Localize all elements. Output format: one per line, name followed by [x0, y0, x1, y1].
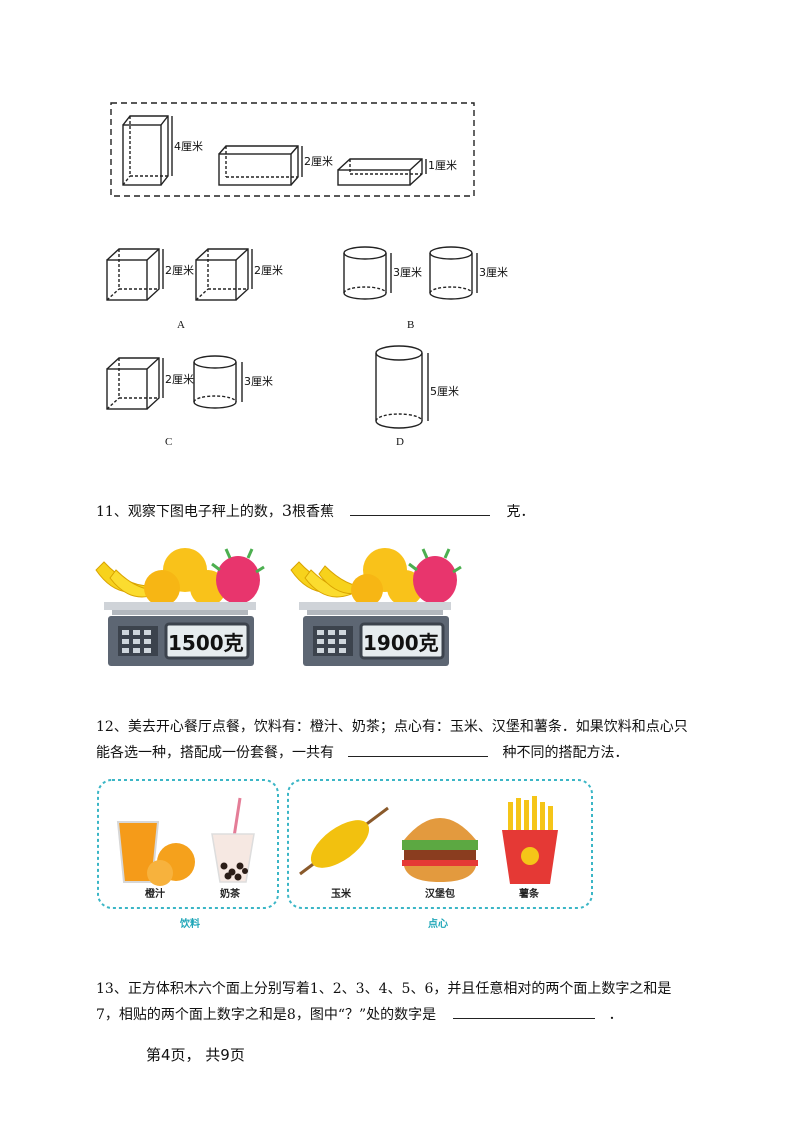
option-label-a: A: [177, 319, 185, 331]
dim-label: 3厘米: [244, 375, 273, 388]
q11-text: 根香蕉: [292, 504, 335, 520]
q13-num: 3: [355, 981, 365, 997]
q13-text: ，并且任意相对的两个面上数字之和是: [433, 981, 672, 997]
question-12: 12、美去开心餐厅点餐，饮料有：橙汁、奶茶；点心有：玉米、汉堡和薯条．如果饮料和…: [96, 714, 706, 766]
dim-label: 4厘米: [174, 140, 203, 153]
q13-text: ，相贴的两个面上数字之和是: [104, 1007, 287, 1023]
q13-num: 5: [401, 981, 411, 997]
dim-label: 3厘米: [479, 266, 508, 279]
dim-label: 2厘米: [165, 264, 194, 277]
dim-label: 3厘米: [393, 266, 422, 279]
dim-label: 2厘米: [254, 264, 283, 277]
option-label-d: D: [396, 436, 404, 448]
drink-label: 橙汁: [145, 889, 165, 900]
scale-illustrations: [95, 548, 462, 666]
q12-line2: 能各选一种，搭配成一份套餐，一共有: [96, 745, 334, 761]
snack-label: 汉堡包: [425, 889, 455, 900]
q13-num: 6: [424, 981, 434, 997]
dim-label: 5厘米: [430, 385, 459, 398]
snacks-title: 点心: [428, 919, 448, 930]
dim-label: 2厘米: [165, 373, 194, 386]
answer-blank[interactable]: [452, 1002, 595, 1019]
drinks-title: 饮料: [180, 919, 200, 930]
menu-illustration: [97, 779, 593, 909]
scale-reading-2: 1900克: [363, 631, 439, 655]
q13-text: ，图中“？”处的数字是: [295, 1007, 437, 1023]
answer-blank[interactable]: [350, 499, 491, 516]
scale-reading-1: 1500克: [168, 631, 244, 655]
q13-num: 1: [309, 981, 319, 997]
option-label-b: B: [407, 319, 415, 331]
q11-unit: 克．: [506, 504, 535, 520]
page-footer: 第4页， 共9页: [146, 1046, 245, 1064]
q13-num: 8: [286, 1007, 296, 1023]
q13-num: 2: [332, 981, 342, 997]
q10-figure: [106, 102, 478, 429]
question-11: 11、观察下图电子秤上的数，3根香蕉 克．: [96, 498, 534, 525]
dim-label: 2厘米: [304, 155, 333, 168]
dim-label: 1厘米: [428, 159, 457, 172]
snack-label: 玉米: [331, 889, 351, 900]
snack-label: 薯条: [519, 889, 539, 900]
q13-num: 4: [378, 981, 388, 997]
q13-num: 7: [96, 1007, 105, 1023]
option-label-c: C: [165, 436, 173, 448]
drink-label: 奶茶: [220, 889, 240, 900]
q13-text: 13、正方体积木六个面上分别写着: [96, 981, 310, 997]
answer-blank[interactable]: [348, 740, 489, 757]
q11-text: 11、观察下图电子秤上的数，: [96, 504, 282, 520]
question-13: 13、正方体积木六个面上分别写着1、2、3、4、5、6，并且任意相对的两个面上数…: [96, 981, 672, 1023]
q11-number: 3: [281, 501, 293, 520]
q13-text: ．: [608, 1007, 623, 1023]
q12-line1: 12、美去开心餐厅点餐，饮料有：橙汁、奶茶；点心有：玉米、汉堡和薯条．如果饮料和…: [96, 719, 688, 735]
q12-line2: 种不同的搭配方法．: [502, 745, 629, 761]
